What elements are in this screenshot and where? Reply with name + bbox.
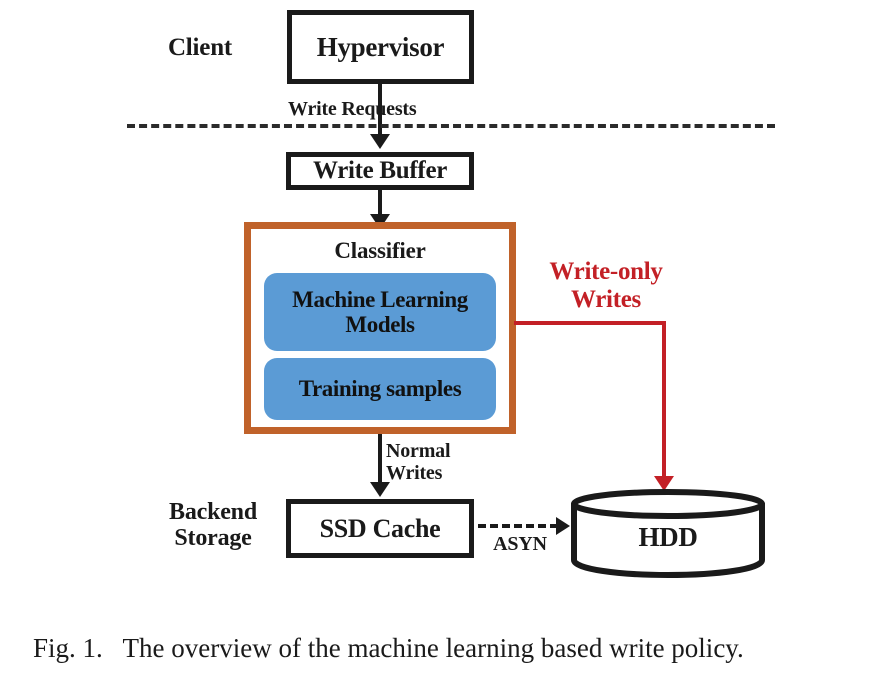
backend-storage-zone-label: Backend Storage bbox=[169, 499, 257, 551]
edge-label-asyn: ASYN bbox=[493, 533, 547, 555]
classifier-title-label: Classifier bbox=[334, 238, 426, 263]
write-buffer-label: Write Buffer bbox=[312, 157, 448, 184]
edge-ssd-cache-to-hdd-asyn bbox=[478, 524, 558, 528]
training-samples-label: Training samples bbox=[298, 376, 462, 402]
edge-label-write-only-writes: Write-only Writes bbox=[549, 258, 663, 313]
arrowhead-classifier-to-ssd-cache-icon bbox=[370, 482, 390, 497]
machine-learning-models-module[interactable]: Machine Learning Models bbox=[264, 273, 496, 351]
hdd-node[interactable]: HDD bbox=[568, 486, 768, 578]
hdd-cylinder-icon bbox=[571, 489, 765, 578]
hypervisor-label: Hypervisor bbox=[316, 31, 445, 62]
edge-hypervisor-to-write-buffer bbox=[378, 84, 382, 136]
hdd-text-label: HDD bbox=[638, 522, 698, 552]
machine-learning-models-label: Machine Learning Models bbox=[292, 286, 468, 337]
arrowhead-hypervisor-to-write-buffer-icon bbox=[370, 134, 390, 149]
ssd-cache-node[interactable]: SSD Cache bbox=[286, 499, 474, 558]
client-zone-label: Client bbox=[167, 34, 233, 61]
ssd-cache-label: SSD Cache bbox=[319, 513, 441, 543]
edge-write-only-horizontal bbox=[514, 321, 666, 325]
figure-caption: Fig. 1. The overview of the machine lear… bbox=[33, 633, 744, 663]
edge-write-buffer-to-classifier bbox=[378, 190, 382, 218]
write-buffer-node[interactable]: Write Buffer bbox=[286, 152, 474, 190]
arrowhead-asyn-to-hdd-icon bbox=[556, 517, 570, 535]
edge-label-normal-writes: Normal Writes bbox=[386, 440, 451, 484]
edge-write-only-vertical bbox=[662, 321, 666, 480]
classifier-node[interactable]: Classifier Machine Learning Models Train… bbox=[244, 222, 516, 434]
arrowhead-write-only-to-hdd-icon bbox=[654, 476, 674, 491]
client-backend-divider bbox=[127, 124, 775, 128]
edge-classifier-to-ssd-cache bbox=[378, 434, 382, 484]
hypervisor-node[interactable]: Hypervisor bbox=[287, 10, 474, 84]
training-samples-module[interactable]: Training samples bbox=[264, 358, 496, 420]
edge-label-write-requests: Write Requests bbox=[288, 98, 417, 120]
